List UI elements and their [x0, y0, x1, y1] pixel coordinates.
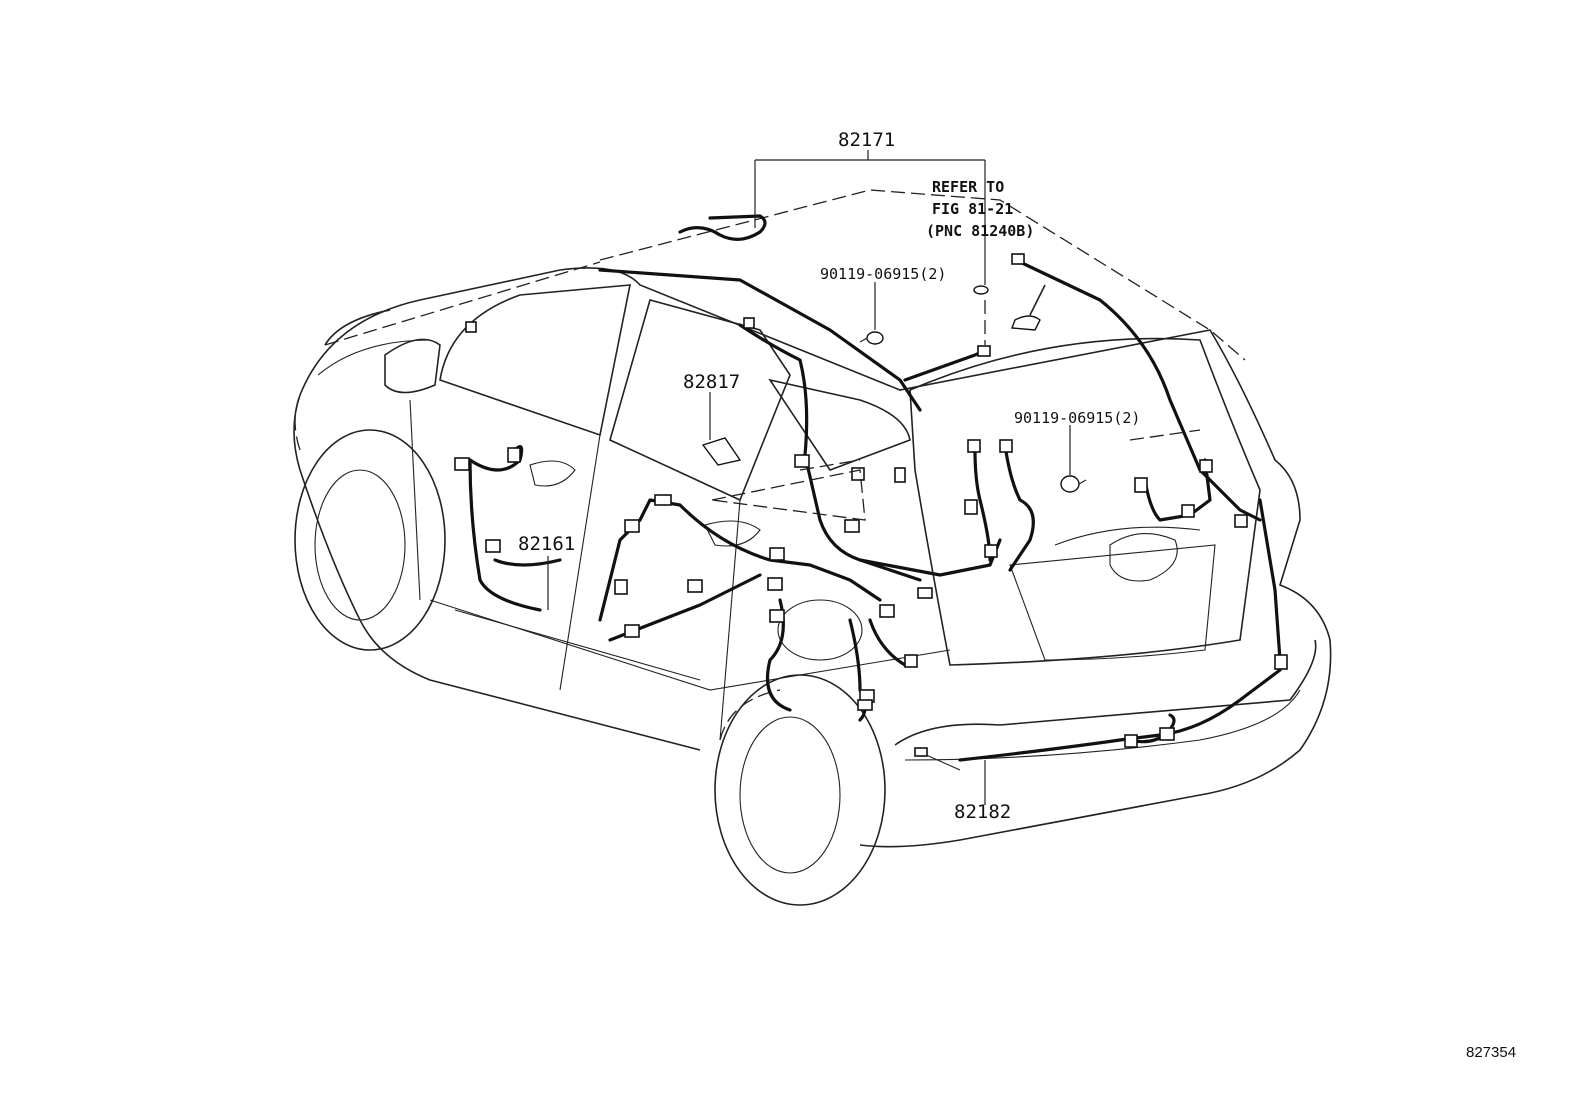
floor-harness-route — [468, 445, 1002, 722]
connectors — [454, 253, 1288, 757]
vehicle-body — [293, 189, 1332, 848]
clip-icon — [973, 285, 989, 295]
callout-screw-lower: 90119-06915(2) — [1014, 409, 1140, 427]
wiring-label-icon — [701, 437, 742, 466]
antenna-icon — [1011, 284, 1046, 331]
roof-harness-route — [598, 214, 1202, 472]
callout-82182: 82182 — [954, 801, 1011, 823]
callout-screw-upper: 90119-06915(2) — [820, 265, 946, 283]
reference-note-line2: FIG 81-21 — [932, 200, 1013, 218]
screw-upper-icon — [859, 331, 884, 345]
front-wheel — [294, 394, 446, 651]
screw-lower-icon — [1060, 475, 1087, 493]
callout-82817: 82817 — [683, 371, 740, 393]
figure-id: 827354 — [1466, 1044, 1516, 1061]
back-door-harness-route — [973, 443, 1282, 662]
callout-82161: 82161 — [518, 533, 575, 555]
callout-labels: 82171 REFER TO FIG 81-21 (PNC 81240B) 90… — [518, 129, 1516, 1061]
leader-lines — [547, 150, 1071, 805]
reference-note-line3: (PNC 81240B) — [926, 222, 1034, 240]
callout-82171: 82171 — [838, 129, 895, 151]
reference-frames — [711, 300, 1201, 521]
reference-note-line1: REFER TO — [932, 178, 1004, 196]
